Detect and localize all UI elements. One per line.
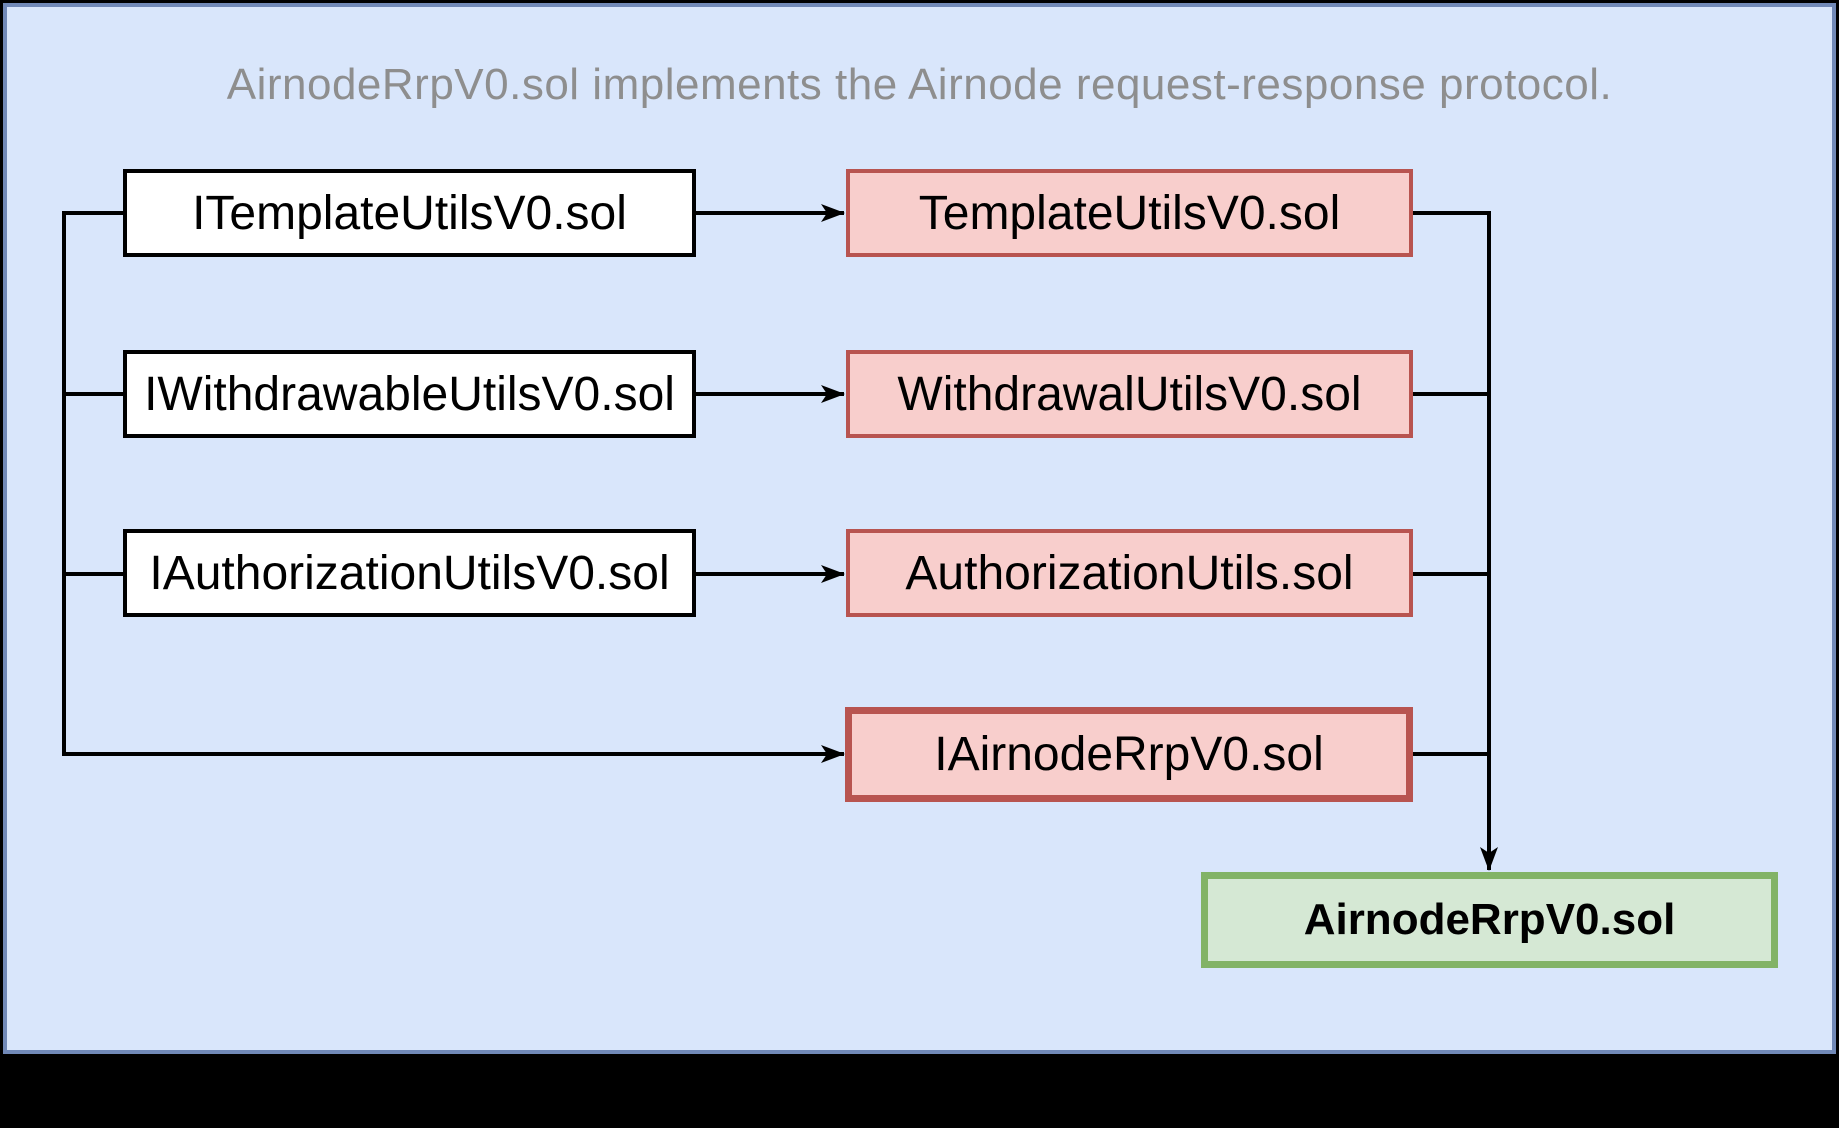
node-airnoderrpv0: AirnodeRrpV0.sol: [1201, 872, 1778, 968]
node-itemplateutilsv0: ITemplateUtilsV0.sol: [123, 169, 696, 257]
node-withdrawalutilsv0: WithdrawalUtilsV0.sol: [846, 350, 1413, 438]
node-iairnoderrpv0: IAirnodeRrpV0.sol: [845, 707, 1413, 802]
edge-implementations-to-main-contract: [1413, 211, 1498, 871]
node-iwithdrawableutilsv0: IWithdrawableUtilsV0.sol: [123, 350, 696, 438]
diagram-title: AirnodeRrpV0.sol implements the Airnode …: [226, 60, 1613, 109]
node-iauthorizationutilsv0: IAuthorizationUtilsV0.sol: [123, 529, 696, 617]
edge-interfaces-to-rrp-interface: [62, 211, 845, 763]
node-authorizationutils: AuthorizationUtils.sol: [846, 529, 1413, 617]
node-templateutilsv0: TemplateUtilsV0.sol: [846, 169, 1413, 257]
